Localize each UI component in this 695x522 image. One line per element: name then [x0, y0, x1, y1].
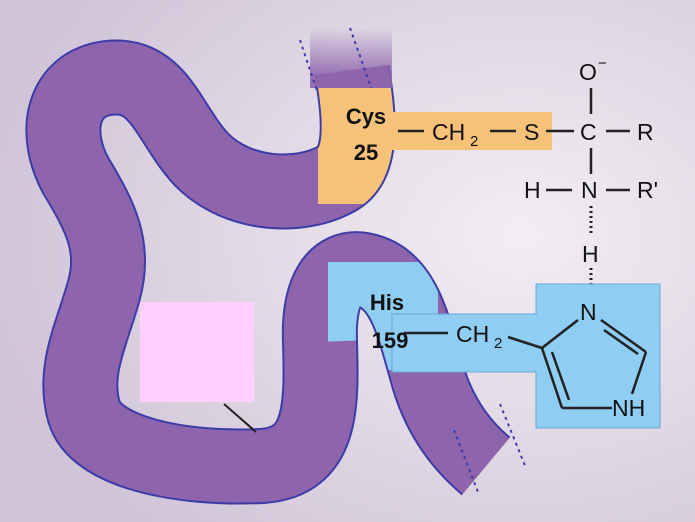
- substrate: O − C R H N R' H: [524, 55, 658, 296]
- amide-h-label: H: [524, 177, 541, 203]
- ring-nh-label: NH: [612, 395, 645, 421]
- hbond-h-label: H: [582, 241, 599, 267]
- ring-bond-c4-n3: [541, 319, 579, 349]
- ring-bond-c5-c4-double: [550, 351, 571, 401]
- ring-n-label: N: [580, 299, 597, 325]
- his-bond-2: [507, 335, 543, 350]
- his-side-chain-box: [391, 283, 661, 429]
- oxygen-label: O: [579, 59, 597, 85]
- imidazole-ring: N NH: [540, 299, 648, 421]
- chain-end-dots-right: [499, 403, 527, 469]
- cys-region: [318, 88, 394, 204]
- oxygen-charge: −: [598, 55, 607, 72]
- chain-start-fade: [310, 28, 392, 88]
- ring-bond-n3-c2-double: [603, 328, 639, 356]
- cys-name-label: Cys: [346, 104, 386, 129]
- cys-number-label: 25: [354, 140, 378, 165]
- label-leader-line: [223, 403, 257, 433]
- his-name-label: His: [370, 290, 404, 315]
- ring-bond-c2-n1: [630, 351, 648, 395]
- cys-ch-subscript: 2: [470, 133, 478, 150]
- sulfur-label: S: [524, 119, 539, 145]
- r-group-label: R: [637, 119, 654, 145]
- nitrogen-label: N: [581, 177, 598, 203]
- his-number-label: 159: [372, 328, 409, 353]
- carbon-label: C: [580, 119, 597, 145]
- ring-bond-c5-c4: [540, 347, 564, 409]
- his-ch-subscript: 2: [494, 335, 502, 352]
- his-ch-label: CH: [456, 321, 489, 347]
- r-prime-label: R': [637, 177, 658, 203]
- cys-ch-label: CH: [432, 119, 465, 145]
- ring-bond-n3-c2: [600, 318, 647, 354]
- blank-label-box: [140, 302, 254, 402]
